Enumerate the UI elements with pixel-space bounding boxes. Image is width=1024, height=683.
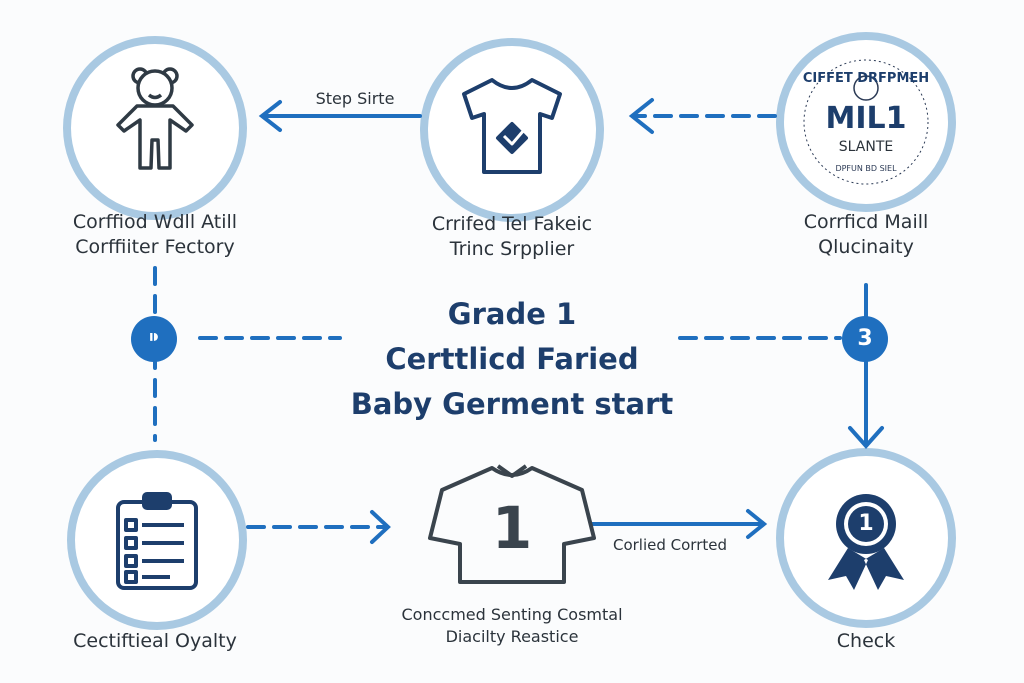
mail-label-line1: Corrficd Maill bbox=[803, 211, 929, 233]
award-number: 1 bbox=[858, 511, 874, 536]
garment-number: 1 bbox=[491, 494, 533, 562]
factory-circle bbox=[63, 36, 247, 220]
seal-main-text: MIL1 bbox=[825, 101, 907, 136]
mail-label-line2: Qlucinaity bbox=[818, 236, 914, 258]
supplier-label-line1: Crrifed Tel Fakeic bbox=[431, 213, 593, 235]
arrowhead-icon bbox=[258, 100, 282, 132]
shirt-number-icon bbox=[428, 464, 596, 584]
teddy-bear-icon bbox=[116, 67, 194, 170]
quality-label: Cectiftieal Oyalty bbox=[73, 630, 237, 652]
step-badge-right: 3 bbox=[842, 316, 888, 362]
garment-label-line1: Conccmed Senting Cosmtal bbox=[401, 605, 623, 624]
seal-sub-text: SLANTE bbox=[838, 139, 894, 155]
arrowhead-icon bbox=[370, 510, 391, 544]
step-site-label: Step Sirte bbox=[315, 89, 395, 108]
factory-label: Corffiod Wdll Atill Corffiiter Fectory bbox=[73, 210, 237, 260]
check-label: Check bbox=[836, 630, 896, 652]
title-line2: Certtlicd Faried bbox=[385, 342, 639, 376]
arrowhead-icon bbox=[628, 98, 654, 134]
seal-bottom-text: DPFUN BD SIEL bbox=[835, 164, 897, 173]
step-badge-left: ⁍ bbox=[131, 316, 177, 362]
supplier-label: Crrifed Tel Fakeic Trinc Srpplier bbox=[432, 212, 592, 262]
mail-circle bbox=[776, 32, 956, 212]
tshirt-check-icon bbox=[462, 78, 562, 174]
mail-label: Corrficd Maill Qlucinaity bbox=[804, 210, 929, 260]
title-line1: Grade 1 bbox=[447, 297, 577, 331]
garment-label: Conccmed Senting Cosmtal Diacilty Reasti… bbox=[401, 604, 622, 648]
garment-label-line2: Diacilty Reastice bbox=[445, 627, 579, 646]
arrowhead-icon bbox=[746, 509, 768, 539]
seal-icon bbox=[803, 59, 929, 185]
award-ribbon-icon bbox=[828, 494, 904, 590]
seal-top-text: CIFFET DRFPMEH bbox=[802, 71, 930, 86]
corlied-label: Corlied Corrted bbox=[612, 536, 728, 554]
title-line3: Baby Germent start bbox=[350, 387, 674, 421]
diagram-title: Grade 1 Certtlicd Faried Baby Germent st… bbox=[351, 292, 674, 427]
supplier-label-line2: Trinc Srpplier bbox=[449, 238, 575, 260]
clipboard-checklist-icon bbox=[116, 492, 198, 590]
factory-label-line2: Corffiiter Fectory bbox=[75, 236, 235, 258]
arrowhead-icon bbox=[848, 426, 884, 450]
quality-circle bbox=[67, 450, 247, 630]
factory-label-line1: Corffiod Wdll Atill bbox=[72, 211, 238, 233]
